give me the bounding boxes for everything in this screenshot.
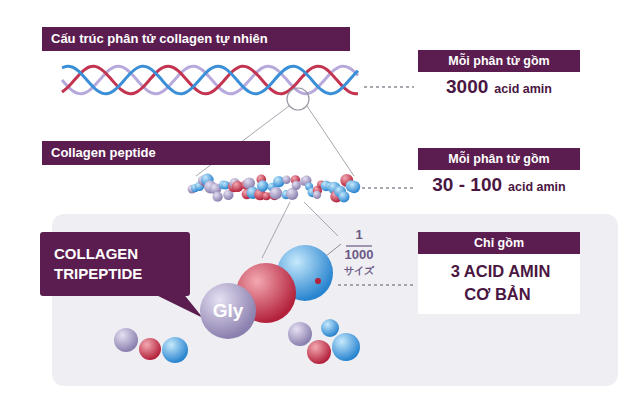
amino-acid-sphere — [162, 337, 188, 363]
zoom-line — [307, 106, 354, 176]
zoom-line — [304, 202, 338, 236]
box-value: acid amin — [508, 180, 566, 194]
amino-acid-circle: Gly — [199, 282, 257, 340]
sphere-dot — [315, 278, 321, 284]
callout-text: COLLAGEN TRIPEPTIDE — [54, 244, 176, 284]
amino-acid-sphere — [288, 322, 312, 346]
peptide-sphere — [257, 180, 268, 191]
peptide-sphere — [270, 187, 282, 199]
info-box: Mỗi phân tử gồm 30 - 100 acid amin — [418, 148, 580, 204]
helix-strand — [62, 66, 358, 93]
section-title: Collagen peptide — [51, 145, 261, 161]
box-value: 30 - 100 — [432, 174, 502, 195]
peptide-sphere — [282, 175, 290, 183]
amino-acid-sphere — [139, 338, 161, 360]
leader-line — [362, 187, 414, 189]
box-value: acid amin — [494, 82, 552, 96]
amino-acid-sphere — [321, 319, 339, 337]
peptide-cluster — [188, 174, 361, 203]
zoom-circle — [287, 88, 309, 110]
fraction-number: 1 — [344, 227, 374, 242]
leader-line — [364, 86, 414, 88]
box-value: 3 ACID AMIN CƠ BẢN — [451, 262, 551, 303]
helix-strand — [62, 66, 358, 94]
section-band: Collagen peptide — [42, 141, 270, 165]
box-heading: Mỗi phân tử gồm — [422, 53, 576, 69]
peptide-sphere — [292, 181, 301, 190]
callout-box: COLLAGEN TRIPEPTIDE — [40, 232, 190, 296]
amino-acid-sphere — [114, 328, 138, 352]
info-box: Mỗi phân tử gồm 3000 acid amin — [418, 50, 580, 106]
peptide-sphere — [212, 192, 222, 202]
zoom-line — [262, 202, 290, 258]
peptide-sphere — [232, 181, 243, 192]
amino-acid-sphere — [332, 333, 360, 361]
fraction-number: 1000 — [339, 247, 379, 262]
amino-acid-sphere — [307, 340, 331, 364]
leader-line — [338, 284, 414, 286]
collagen-helix — [62, 66, 358, 94]
box-heading: Chỉ gồm — [422, 235, 576, 251]
circle-label: Gly — [213, 300, 244, 322]
peptide-sphere — [313, 191, 321, 199]
section-band: Cấu trúc phân tử collagen tự nhiên — [42, 27, 350, 51]
fraction-bar — [346, 245, 372, 246]
info-box: Chỉ gồm 3 ACID AMIN CƠ BẢN — [418, 232, 580, 314]
helix-strand — [62, 66, 358, 93]
peptide-sphere — [348, 181, 360, 193]
size-note: サイズ — [334, 264, 384, 278]
section-title: Cấu trúc phân tử collagen tự nhiên — [51, 31, 341, 47]
box-heading: Mỗi phân tử gồm — [422, 151, 576, 167]
peptide-sphere — [338, 191, 349, 202]
box-value: 3000 — [446, 76, 488, 97]
leader-line — [326, 244, 341, 256]
